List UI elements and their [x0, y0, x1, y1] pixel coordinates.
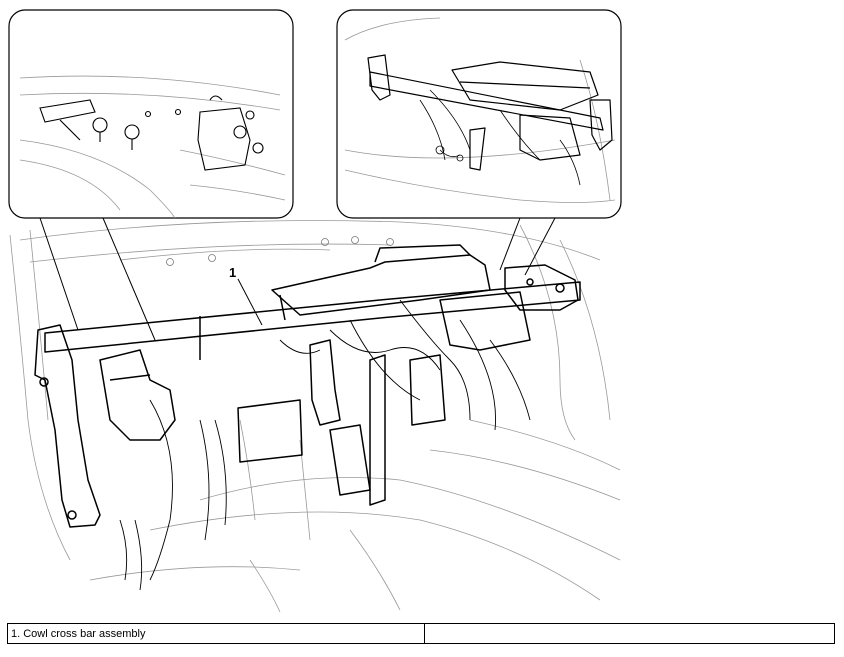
callout-lines: [39, 217, 556, 341]
cowl-cross-bar-assembly: [34, 244, 581, 528]
wiring-harness: [119, 299, 531, 591]
detail-inset-right: [336, 9, 622, 219]
legend-table: 1. Cowl cross bar assembly: [7, 623, 835, 644]
car-interior-outline: [9, 220, 621, 612]
legend-cell-item: 1. Cowl cross bar assembly: [7, 623, 425, 644]
detail-inset-left: [8, 9, 294, 219]
callout-number-1: 1: [229, 265, 237, 280]
legend-row: 1. Cowl cross bar assembly: [7, 623, 835, 644]
dashboard-clips: [166, 236, 394, 266]
legend-cell-empty: [424, 623, 835, 644]
diagram-drawing: [8, 9, 622, 612]
